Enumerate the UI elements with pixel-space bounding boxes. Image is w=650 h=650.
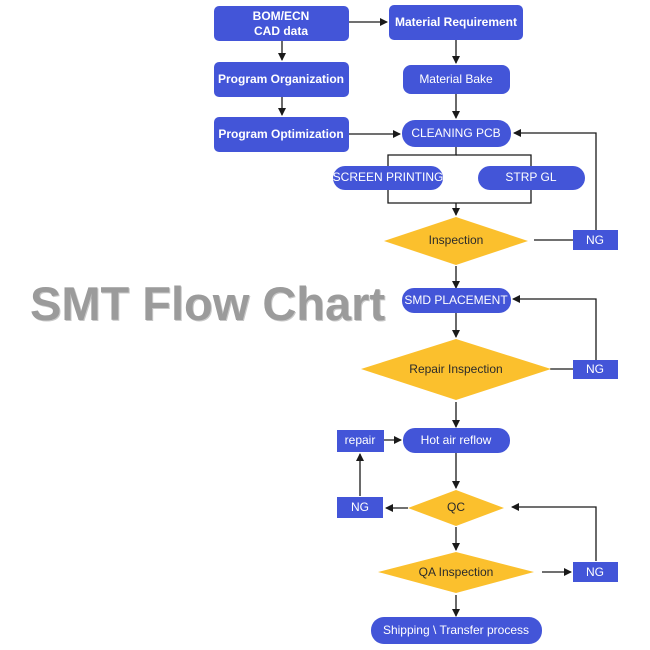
arrow-ng1-to-cleaning [513,129,597,230]
cleaning-split [387,147,457,166]
arrow-ng2-to-smd [512,295,597,360]
qa-inspection-label: QA Inspection [419,565,494,579]
arrow-ng4-to-qc [511,503,597,561]
inspection-label: Inspection [429,233,484,247]
material-bake-box [403,65,510,94]
smd-placement-label: SMD PLACEMENT [404,293,508,307]
program-optimization-label: Program Optimization [218,127,343,141]
process-boxes [214,5,618,644]
program-optimization-box [214,117,349,152]
decision-diamonds [361,217,551,593]
strp-gl-label: STRP GL [505,170,556,184]
screen-printing-label: SCREEN PRINTING [333,170,444,184]
qc-diamond [408,490,504,526]
hot-air-reflow-label: Hot air reflow [421,433,492,447]
material-requirement-label: Material Requirement [395,15,517,29]
bom-ecn-label-2: CAD data [254,24,308,38]
qc-label: QC [447,500,465,514]
printing-join [387,190,532,204]
qa-inspection-diamond [378,552,534,593]
cleaning-pcb-box [402,120,511,147]
inspection-diamond [384,217,528,265]
ng-label-3: NG [351,500,369,514]
bom-ecn-box [214,6,349,41]
ng-label-2: NG [586,362,604,376]
connectors [278,18,597,617]
smd-placement-box [402,288,511,313]
repair-label: repair [345,433,376,447]
hot-air-reflow-box [403,428,510,453]
shipping-label: Shipping \ Transfer process [383,623,529,637]
ng-box-4 [573,562,618,582]
material-bake-label: Material Bake [419,72,493,86]
program-organization-label: Program Organization [218,72,344,86]
cleaning-pcb-label: CLEANING PCB [411,126,500,140]
labels: BOM/ECN CAD data Program Organization Pr… [218,9,604,637]
repair-box [337,430,384,452]
ng-box-3 [337,497,383,518]
ng-label-1: NG [586,233,604,247]
cleaning-split-right [456,154,532,166]
strp-gl-box [478,166,585,190]
repair-inspection-diamond [361,339,551,400]
program-organization-box [214,62,349,97]
ng-box-2 [573,360,618,379]
ng-label-4: NG [586,565,604,579]
chart-title: SMT Flow Chart [30,277,386,330]
screen-printing-box [333,166,443,190]
shipping-box [371,617,542,644]
bom-ecn-label-1: BOM/ECN [253,9,310,23]
repair-inspection-label: Repair Inspection [409,362,502,376]
material-requirement-box [389,5,523,40]
ng-box-1 [573,230,618,250]
